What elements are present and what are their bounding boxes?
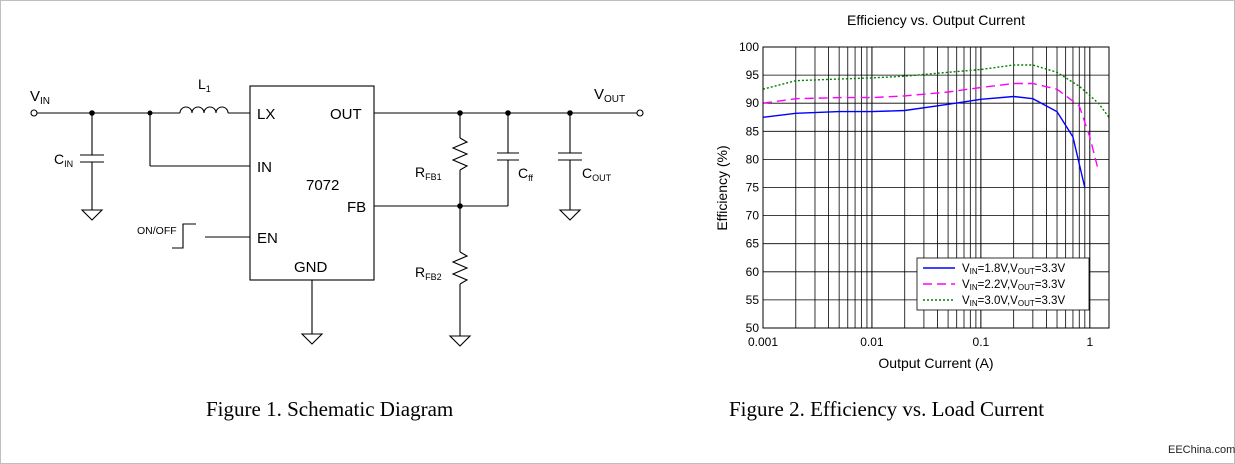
- cin-label: CIN: [54, 151, 73, 169]
- ground-rfb2: [448, 335, 472, 347]
- pin-in-label: IN: [257, 159, 272, 176]
- watermark: EEChina.com: [1168, 444, 1235, 456]
- vin-terminal: [30, 109, 38, 117]
- resistor-rfb2: [451, 251, 469, 285]
- resistor-rfb1: [451, 137, 469, 171]
- onoff-label: ON/OFF: [137, 225, 177, 237]
- ic-name-label: 7072: [306, 177, 339, 194]
- junction-dot: [457, 110, 463, 116]
- vout-terminal: [636, 109, 644, 117]
- junction-dot: [147, 110, 153, 116]
- pin-out-label: OUT: [330, 106, 362, 123]
- rfb2-label: RFB2: [415, 264, 442, 282]
- pin-lx-label: LX: [257, 106, 275, 123]
- junction-dot: [457, 203, 463, 209]
- pin-en-label: EN: [257, 230, 278, 247]
- figure2-caption: Figure 2. Efficiency vs. Load Current: [729, 397, 1045, 421]
- cff-label: Cff: [518, 165, 533, 183]
- junction-dot: [505, 110, 511, 116]
- rfb1-label: RFB1: [415, 164, 442, 182]
- ground-cout: [558, 209, 582, 221]
- figure1-caption: Figure 1. Schematic Diagram: [206, 397, 454, 421]
- vin-label: VIN: [30, 88, 50, 107]
- pin-fb-label: FB: [347, 199, 366, 216]
- junction-dot: [89, 110, 95, 116]
- ground-ic: [300, 333, 324, 345]
- vout-label: VOUT: [594, 86, 625, 105]
- onoff-step-signal: [172, 223, 196, 249]
- cout-label: COUT: [582, 165, 612, 183]
- junction-dot: [567, 110, 573, 116]
- inductor-l1: [179, 106, 229, 114]
- ground-cin: [80, 209, 104, 221]
- pin-gnd-label: GND: [294, 259, 328, 276]
- inductor-label: L1: [198, 76, 211, 94]
- schematic-diagram: VIN L1 CIN ON/OFF LX IN EN OUT FB GND 70…: [30, 76, 644, 347]
